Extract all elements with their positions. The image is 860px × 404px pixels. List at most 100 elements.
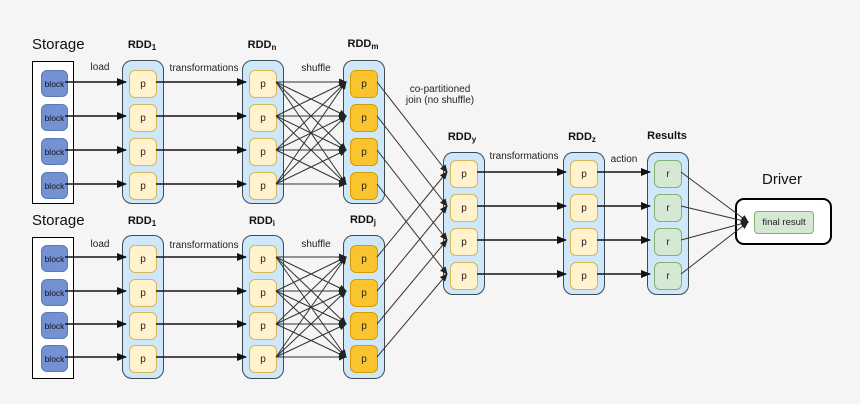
rddy-label: RDDy xyxy=(447,131,477,144)
results-label: Results xyxy=(647,130,687,142)
partition: p xyxy=(249,70,277,98)
connector-arrow xyxy=(376,183,448,275)
result-item: r xyxy=(654,160,682,188)
partition: p xyxy=(249,104,277,132)
shuffle-label-bottom: shuffle xyxy=(301,239,331,250)
partition: p xyxy=(450,160,478,188)
rddm-label: RDDm xyxy=(347,38,379,51)
rddj-label: RDDj xyxy=(349,214,377,227)
connector-arrow xyxy=(275,323,347,358)
connector-arrow xyxy=(275,256,347,358)
partition: p xyxy=(450,228,478,256)
result-item: r xyxy=(654,228,682,256)
partition: p xyxy=(249,279,277,307)
rdd1-bottom-label: RDD1 xyxy=(127,215,157,228)
partition: p xyxy=(570,194,598,222)
connector-arrow xyxy=(275,256,347,325)
storage-block: block xyxy=(41,279,68,306)
partition: p xyxy=(129,172,157,200)
action-label: action xyxy=(610,154,638,165)
partition: p xyxy=(350,312,378,340)
storage-container-bottom: block block block block xyxy=(32,237,74,379)
connector-arrow xyxy=(275,149,347,185)
partition: p xyxy=(249,138,277,166)
rddn-container: p p p p xyxy=(242,60,284,204)
connector-arrow xyxy=(275,81,347,117)
storage-block: block xyxy=(41,312,68,339)
rddi-container: p p p p xyxy=(242,235,284,379)
partition: p xyxy=(129,138,157,166)
storage-container-top: block block block block xyxy=(32,61,74,204)
storage-block: block xyxy=(41,104,68,131)
rdd1-top-container: p p p p xyxy=(122,60,164,204)
connector-arrow xyxy=(275,81,347,185)
load-label-bottom: load xyxy=(90,239,110,250)
storage-block: block xyxy=(41,70,68,97)
connector-arrow xyxy=(376,239,448,325)
connector-arrow xyxy=(275,290,347,358)
partition: p xyxy=(249,345,277,373)
rddn-label: RDDn xyxy=(247,39,277,52)
partition: p xyxy=(129,279,157,307)
connector-arrow xyxy=(275,81,347,151)
connector-arrow xyxy=(275,256,347,325)
storage-title-bottom: Storage xyxy=(32,212,85,229)
storage-title-top: Storage xyxy=(32,36,85,53)
rddm-container: p p p p xyxy=(343,60,385,204)
transformations-label-mid: transformations xyxy=(489,151,559,162)
partition: p xyxy=(570,262,598,290)
connector-arrow xyxy=(275,323,347,358)
connector-arrow xyxy=(275,81,347,151)
partition: p xyxy=(350,70,378,98)
partition: p xyxy=(129,104,157,132)
partition: p xyxy=(570,228,598,256)
partition: p xyxy=(249,245,277,273)
rddz-container: p p p p xyxy=(563,152,605,295)
connector-arrow xyxy=(275,115,347,151)
connector-arrow xyxy=(376,205,448,292)
final-result-box: final result xyxy=(754,211,814,234)
partition: p xyxy=(249,312,277,340)
connector-arrow xyxy=(376,273,448,358)
transformations-label-bottom: transformations xyxy=(169,240,239,251)
storage-block: block xyxy=(41,345,68,372)
rddj-container: p p p p xyxy=(343,235,385,379)
partition: p xyxy=(129,245,157,273)
connector-arrow xyxy=(275,149,347,185)
partition: p xyxy=(350,345,378,373)
partition: p xyxy=(129,345,157,373)
rddy-container: p p p p xyxy=(443,152,485,295)
connector-arrow xyxy=(275,115,347,185)
rdd1-top-label: RDD1 xyxy=(127,39,157,52)
rddz-label: RDDz xyxy=(568,131,596,144)
driver-title: Driver xyxy=(762,171,802,188)
partition: p xyxy=(350,172,378,200)
partition: p xyxy=(129,70,157,98)
connector-arrow xyxy=(275,81,347,117)
connector-arrow xyxy=(376,149,448,241)
connector-arrow xyxy=(275,290,347,325)
connector-arrow xyxy=(275,290,347,358)
partition: p xyxy=(350,279,378,307)
partition: p xyxy=(450,262,478,290)
connector-arrow xyxy=(275,290,347,325)
storage-block: block xyxy=(41,138,68,165)
storage-block: block xyxy=(41,245,68,272)
connector-arrow xyxy=(275,256,347,292)
rddi-label: RDDi xyxy=(248,215,276,228)
shuffle-label-top: shuffle xyxy=(301,63,331,74)
partition: p xyxy=(350,245,378,273)
connector-arrow xyxy=(275,81,347,185)
partition: p xyxy=(129,312,157,340)
result-item: r xyxy=(654,262,682,290)
connector-arrow xyxy=(376,115,448,207)
transformations-label-top: transformations xyxy=(169,63,239,74)
copartitioned-join-label: co-partitioned join (no shuffle) xyxy=(405,84,475,106)
result-item: r xyxy=(654,194,682,222)
rdd1-bottom-container: p p p p xyxy=(122,235,164,379)
partition: p xyxy=(450,194,478,222)
partition: p xyxy=(570,160,598,188)
partition: p xyxy=(350,104,378,132)
connector-arrow xyxy=(275,256,347,292)
